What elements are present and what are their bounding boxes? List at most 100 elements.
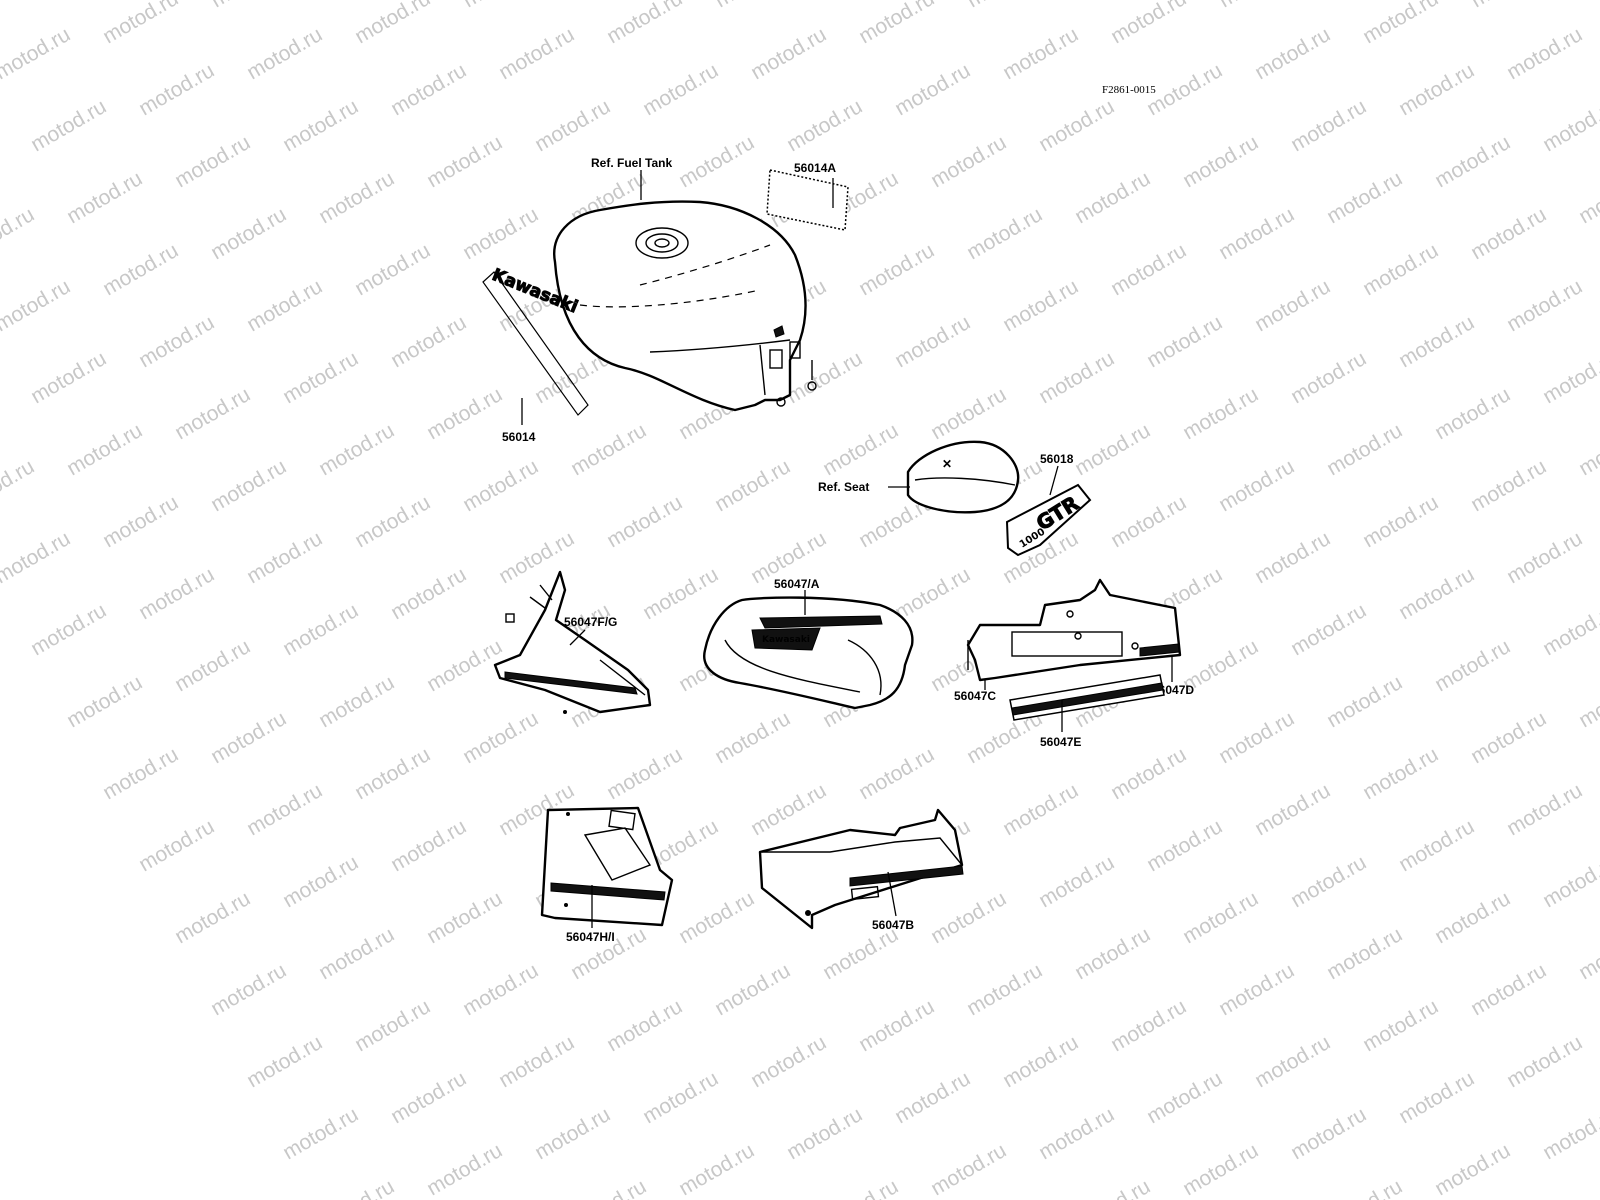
lower-cowl-56047HI <box>540 806 674 927</box>
watermark-text: motod.ru <box>747 23 830 84</box>
watermark-text: motod.ru <box>747 1031 830 1092</box>
watermark-text: motod.ru <box>387 563 470 624</box>
watermark-text: motod.ru <box>243 527 326 588</box>
watermark-text: motod.ru <box>891 311 974 372</box>
watermark-text: motod.ru <box>0 455 38 516</box>
watermark-text: motod.ru <box>891 563 974 624</box>
watermark-text: motod.ru <box>819 923 902 984</box>
watermark-text: motod.ru <box>423 887 506 948</box>
watermark-text: motod.ru <box>0 0 38 12</box>
watermark-text: motod.ru <box>207 0 290 12</box>
watermark-text: motod.ru <box>459 959 542 1020</box>
watermark-text: motod.ru <box>351 743 434 804</box>
watermark-text: motod.ru <box>0 203 38 264</box>
watermark-text: motod.ru <box>1431 383 1514 444</box>
watermark-text: motod.ru <box>387 59 470 120</box>
watermark-text: motod.ru <box>459 707 542 768</box>
watermark-text: motod.ru <box>1179 1139 1262 1200</box>
watermark-text: motod.ru <box>1035 1103 1118 1164</box>
watermark-text: motod.ru <box>711 707 794 768</box>
fairing-A-label: 56047/A <box>774 577 820 591</box>
watermark-text: motod.ru <box>243 23 326 84</box>
watermark-text: motod.ru <box>27 347 110 408</box>
watermark-text: motod.ru <box>315 419 398 480</box>
watermark-text: motod.ru <box>0 275 74 336</box>
watermark-text: motod.ru <box>1503 779 1586 840</box>
watermark-text: motod.ru <box>711 0 794 12</box>
watermark-text: motod.ru <box>567 1175 650 1200</box>
watermark-text: motod.ru <box>1467 959 1550 1020</box>
watermark-text: motod.ru <box>207 455 290 516</box>
seat-drawing: ✕ <box>906 440 1020 514</box>
watermark-text: motod.ru <box>1035 95 1118 156</box>
watermark-text: motod.ru <box>1071 923 1154 984</box>
watermark-text: motod.ru <box>135 59 218 120</box>
watermark-text: motod.ru <box>171 383 254 444</box>
watermark-text: motod.ru <box>1215 455 1298 516</box>
watermark-text: motod.ru <box>495 527 578 588</box>
watermark-text: motod.ru <box>1575 1175 1600 1200</box>
watermark-text: motod.ru <box>279 95 362 156</box>
watermark-text: motod.ru <box>855 743 938 804</box>
watermark-text: motod.ru <box>387 1067 470 1128</box>
watermark-text: motod.ru <box>567 419 650 480</box>
watermark-text: motod.ru <box>1179 887 1262 948</box>
watermark-text: motod.ru <box>1287 851 1370 912</box>
watermark-text: motod.ru <box>819 419 902 480</box>
watermark-text: motod.ru <box>99 239 182 300</box>
watermark-text: motod.ru <box>1035 851 1118 912</box>
watermark-text: motod.ru <box>999 275 1082 336</box>
watermark-text: motod.ru <box>1503 23 1586 84</box>
watermark-text: motod.ru <box>1323 671 1406 732</box>
watermark-text: motod.ru <box>1575 671 1600 732</box>
watermark-text: motod.ru <box>423 635 506 696</box>
seat-mark: ✕ <box>942 457 952 471</box>
watermark-text: motod.ru <box>1287 95 1370 156</box>
watermark-text: motod.ru <box>387 311 470 372</box>
watermark-text: motod.ru <box>1107 239 1190 300</box>
watermark-text: motod.ru <box>99 0 182 48</box>
watermark-text: motod.ru <box>1107 743 1190 804</box>
watermark-text: motod.ru <box>1359 743 1442 804</box>
watermark-text: motod.ru <box>1539 1103 1600 1164</box>
watermark-text: motod.ru <box>0 527 74 588</box>
watermark-text: motod.ru <box>495 23 578 84</box>
watermark-text: motod.ru <box>495 1031 578 1092</box>
seat-label: Ref. Seat <box>818 480 869 494</box>
watermark-text: motod.ru <box>1431 635 1514 696</box>
decal-56018-label: 56018 <box>1040 452 1074 466</box>
watermark-text: motod.ru <box>279 1103 362 1164</box>
watermark-text: motod.ru <box>1431 131 1514 192</box>
watermark-text: motod.ru <box>999 23 1082 84</box>
watermark-text: motod.ru <box>315 1175 398 1200</box>
watermark-text: motod.ru <box>171 887 254 948</box>
watermark-text: motod.ru <box>1107 995 1190 1056</box>
watermark-text: motod.ru <box>135 815 218 876</box>
watermark-text: motod.ru <box>1359 995 1442 1056</box>
watermark-text: motod.ru <box>1503 1031 1586 1092</box>
watermark-text: motod.ru <box>855 0 938 48</box>
watermark-text: motod.ru <box>1251 275 1334 336</box>
cowl-HI-label: 56047H/I <box>566 930 615 944</box>
watermark-text: motod.ru <box>1395 815 1478 876</box>
watermark-text: motod.ru <box>0 23 74 84</box>
watermark-text: motod.ru <box>1467 203 1550 264</box>
side-fairing-56047A: Kawasaki <box>703 596 914 710</box>
watermark-text: motod.ru <box>1071 167 1154 228</box>
watermark-text: motod.ru <box>351 995 434 1056</box>
watermark-text: motod.ru <box>999 1031 1082 1092</box>
watermark-text: motod.ru <box>675 1139 758 1200</box>
watermark-text: motod.ru <box>1359 491 1442 552</box>
watermark-text: motod.ru <box>1539 599 1600 660</box>
watermark-text: motod.ru <box>999 779 1082 840</box>
watermark-text: motod.ru <box>819 1175 902 1200</box>
watermark-text: motod.ru <box>207 959 290 1020</box>
watermark-text: motod.ru <box>1575 167 1600 228</box>
watermark-text: motod.ru <box>135 563 218 624</box>
watermark-text: motod.ru <box>855 239 938 300</box>
watermark-text: motod.ru <box>1467 455 1550 516</box>
watermark-text: motod.ru <box>1287 1103 1370 1164</box>
lower-cover-56047B <box>758 808 964 930</box>
watermark-text: motod.ru <box>1179 131 1262 192</box>
watermark-text: motod.ru <box>1251 527 1334 588</box>
